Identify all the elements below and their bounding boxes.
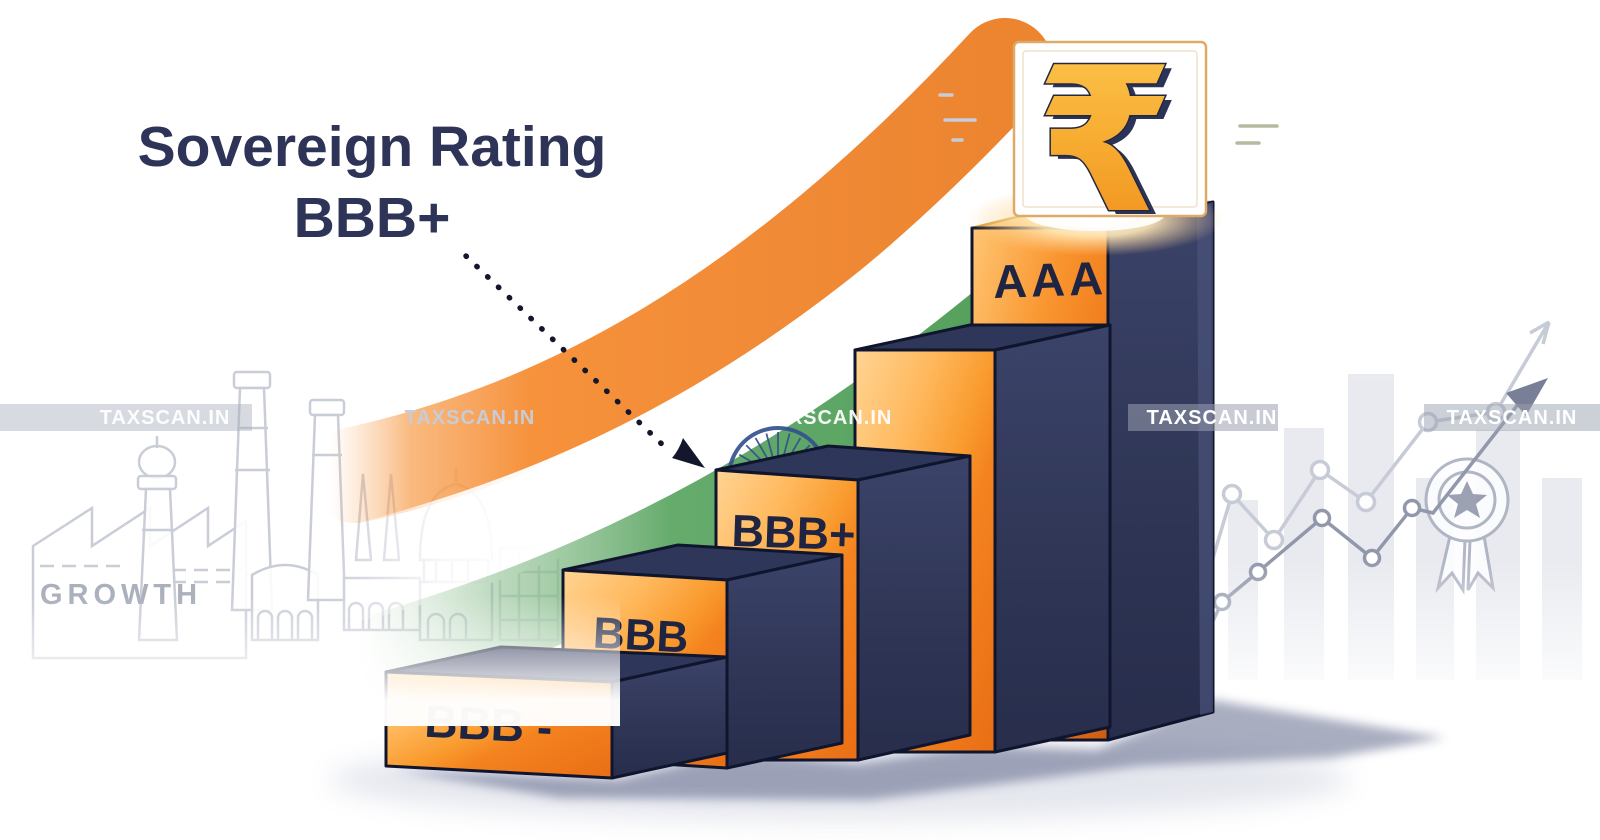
- arrow-up-icon: [1506, 378, 1548, 416]
- watermarks: TAXSCAN.IN TAXSCAN.IN TAXSCAN.IN TAXSCAN…: [0, 404, 1600, 431]
- watermark-3: TAXSCAN.IN: [762, 407, 893, 429]
- headline-line2: BBB+: [294, 186, 451, 250]
- dotted-arrow: [463, 253, 705, 468]
- rupee-symbol-shadow: ₹: [1042, 29, 1181, 262]
- watermark-band-1: [0, 404, 252, 431]
- rupee-card-inner-border: [1022, 50, 1198, 208]
- rupee-card: [1012, 40, 1208, 218]
- flag-saffron-band: [307, 18, 1053, 523]
- step-aaa-label: AAA: [992, 251, 1108, 308]
- flag-white-band: [312, 102, 1112, 620]
- watermark-2: TAXSCAN.IN: [405, 407, 536, 429]
- step-aaa-edge-highlight: [1197, 202, 1213, 715]
- step-4-right-face: [993, 323, 1112, 754]
- watermark-5: TAXSCAN.IN: [1447, 407, 1578, 429]
- step-bbb-plus-right-face: [856, 454, 972, 762]
- ground-shadow-dark: [395, 700, 1445, 800]
- rupee-trophy: ₹ ₹: [938, 24, 1279, 262]
- medal-star: [1447, 481, 1487, 518]
- step-aaa-right-face: [1106, 200, 1215, 742]
- chimney-tall-left: [230, 370, 274, 612]
- step-bbb-right-face: [725, 553, 844, 770]
- arrowhead-icon: [672, 438, 705, 468]
- watermark-band-4: [1128, 404, 1278, 431]
- factory-wall-seams: [40, 564, 242, 584]
- watermark-4: TAXSCAN.IN: [1147, 407, 1278, 429]
- headline-block: Sovereign Rating BBB+: [138, 115, 607, 250]
- watermark-1: TAXSCAN.IN: [100, 407, 231, 429]
- award-medal-icon: [1424, 457, 1510, 595]
- skyline-fade: [0, 596, 620, 726]
- headline-line1: Sovereign Rating: [138, 115, 607, 179]
- watermark-band-5: [1424, 404, 1600, 431]
- speed-lines-icon: [938, 93, 1279, 145]
- rupee-symbol-icon: ₹: [1035, 25, 1174, 258]
- faded-charts-right: [1180, 320, 1600, 740]
